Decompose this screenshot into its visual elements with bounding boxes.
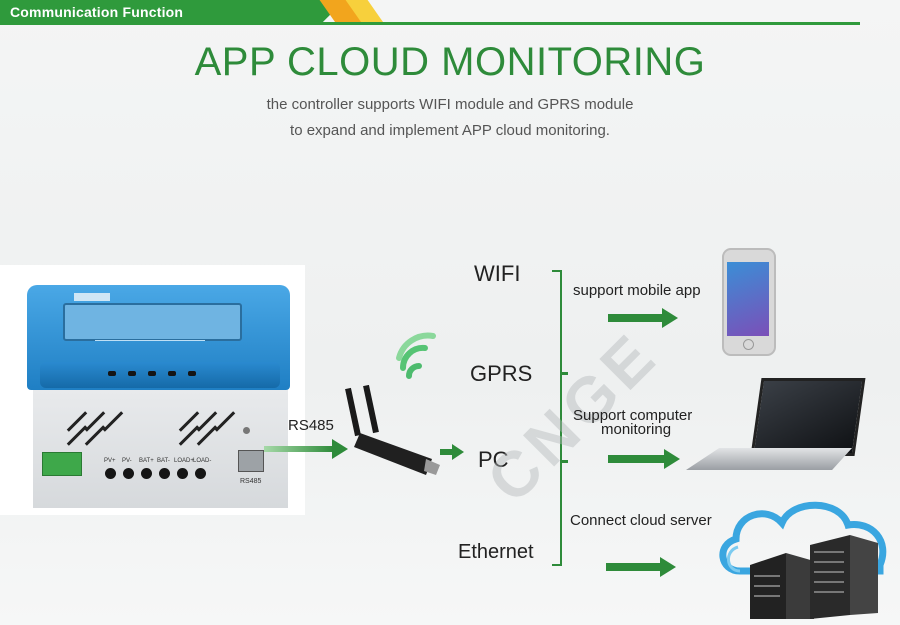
page-title: APP CLOUD MONITORING: [194, 40, 706, 84]
terminal-hole: [159, 468, 170, 479]
header-tab: [0, 0, 345, 24]
rs485-arrow: [264, 439, 348, 459]
method-wifi: WIFI: [474, 261, 521, 286]
terminal-hole: [141, 468, 152, 479]
terminal-hole: [195, 468, 206, 479]
usb-dongle-icon: [345, 385, 440, 475]
cloud-server-icon: [719, 501, 887, 619]
laptop-icon: [750, 378, 866, 456]
subtitle-line-2: to expand and implement APP cloud monito…: [290, 122, 610, 139]
rs485-port: [238, 450, 264, 472]
terminal-label: PV-: [122, 458, 132, 464]
terminal-label: LOAD-: [193, 458, 212, 464]
header-underline: [0, 22, 860, 25]
controller-body: [33, 390, 288, 508]
cover-slot: [128, 371, 136, 376]
terminal-hole: [105, 468, 116, 479]
controller-lcd-screen: [63, 303, 242, 341]
terminal-connector: [42, 452, 82, 476]
section-title: Communication Function: [10, 4, 184, 20]
target-cloud-label: Connect cloud server: [570, 512, 712, 529]
method-pc: PC: [478, 447, 509, 472]
wifi-signal-icon: [396, 332, 436, 379]
rs485-port-label: RS485: [240, 478, 262, 485]
controller-brand-plate: [74, 293, 110, 301]
cover-slot: [148, 371, 156, 376]
connection-bracket: [552, 270, 562, 566]
method-gprs: GPRS: [470, 361, 533, 386]
section-header: Communication Function: [0, 0, 900, 26]
terminal-label: BAT-: [157, 458, 170, 464]
bracket-tick: [560, 460, 568, 463]
terminal-hole: [177, 468, 188, 479]
controller-ornament: [95, 340, 205, 351]
pc-arrow: [440, 444, 464, 460]
terminal-label: PV+: [104, 458, 116, 464]
terminal-label: BAT+: [139, 458, 154, 464]
terminal-label: LOAD+: [174, 458, 194, 464]
controller-lower-cover: [40, 362, 280, 388]
laptop-base: [686, 448, 852, 470]
home-button: [743, 339, 754, 350]
cover-slot: [108, 371, 116, 376]
target-computer-label: Support computer: [573, 407, 693, 424]
computer-arrow: [608, 449, 680, 469]
cloud-arrow: [606, 557, 676, 577]
target-computer-label-2: monitoring: [601, 421, 672, 438]
mobile-arrow: [608, 308, 678, 328]
smartphone-screen: [727, 262, 769, 336]
cover-slot: [188, 371, 196, 376]
cover-slot: [168, 371, 176, 376]
bracket-tick: [560, 372, 568, 375]
subtitle-line-1: the controller supports WIFI module and …: [266, 96, 634, 113]
rs485-label: RS485: [288, 417, 334, 434]
screw: [243, 427, 250, 434]
terminal-hole: [123, 468, 134, 479]
method-ethernet: Ethernet: [458, 541, 534, 563]
target-mobile-label: support mobile app: [573, 282, 701, 299]
